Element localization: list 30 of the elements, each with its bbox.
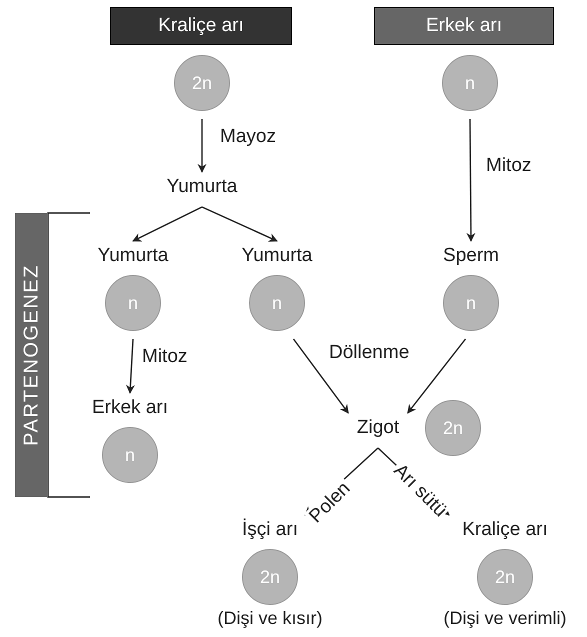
- stage-label: Yumurta: [240, 244, 314, 268]
- stage-label: Sperm: [442, 244, 500, 268]
- ploidy-circle: 2n: [477, 549, 533, 605]
- title-bar: Erkek arı: [374, 7, 554, 45]
- ploidy-circle: n: [105, 275, 161, 331]
- arrow: [202, 206, 278, 242]
- node-note: (Dişi ve kısır): [216, 607, 324, 629]
- arrow: [126, 338, 135, 394]
- arrow: [292, 338, 349, 414]
- arrow: [466, 119, 476, 242]
- ploidy-circle: n: [443, 275, 499, 331]
- ploidy-circle: n: [442, 55, 498, 111]
- ploidy-circle: 2n: [242, 549, 298, 605]
- ploidy-circle: 2n: [425, 400, 481, 456]
- ploidy-circle: n: [249, 275, 305, 331]
- stage-label: Kraliçe arı: [461, 518, 549, 542]
- title-bar: Kraliçe arı: [110, 7, 292, 45]
- stage-label: Zigot: [356, 416, 400, 440]
- arrow: [132, 206, 202, 242]
- stage-label: Yumurta: [166, 175, 238, 199]
- stage-label: Erkek arı: [90, 396, 170, 420]
- band-label: PARTENOGENEZ: [20, 264, 43, 446]
- stage-label: İşçi arı: [241, 518, 299, 542]
- arrow: [407, 338, 466, 414]
- ploidy-circle: n: [102, 427, 158, 483]
- ploidy-circle: 2n: [174, 55, 230, 111]
- node-note: (Dişi ve verimli): [442, 607, 568, 629]
- stage-label: Yumurta: [96, 244, 170, 268]
- arrow: [198, 119, 206, 173]
- side-band: [15, 213, 48, 497]
